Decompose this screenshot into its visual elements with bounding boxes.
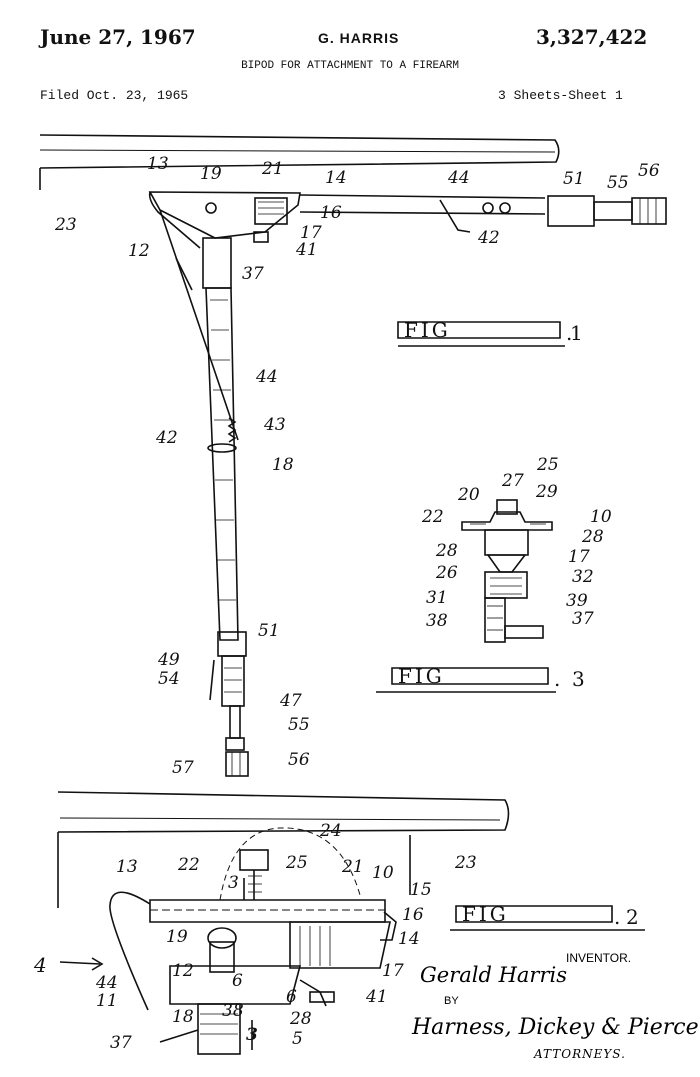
fig2-label: 25 (285, 853, 308, 873)
fig2-label: 44 (95, 973, 118, 993)
fig1-label: 41 (295, 240, 318, 260)
patent-date: June 27, 1967 (40, 25, 196, 49)
fig2-label: 21 (341, 857, 364, 877)
patent-number: 3,327,422 (536, 25, 648, 49)
fig2-label: 6 (286, 987, 297, 1007)
fig2-label: 15 (410, 880, 432, 900)
fig2-label: 24 (319, 821, 342, 841)
fig2-label: 5 (292, 1029, 303, 1049)
fig3-labels: 25 27 20 29 22 10 28 28 17 26 32 31 39 3… (421, 455, 612, 631)
svg-text:.: . (554, 667, 560, 691)
inventor-label: INVENTOR. (566, 951, 631, 965)
signature-block: INVENTOR. Gerald Harris BY Harness, Dick… (411, 951, 699, 1061)
fig3-label: 29 (535, 482, 558, 502)
fig3-label: 32 (572, 567, 594, 587)
fig3-label: 31 (426, 588, 448, 608)
fig2-label: 3 (246, 1025, 258, 1045)
fig1-label: 13 (147, 154, 169, 174)
fig2-drawing (57, 791, 510, 1055)
fig1-label: 12 (128, 241, 150, 261)
fig1-number: 1 (570, 321, 583, 345)
fig1-label: 42 (155, 428, 178, 448)
fig2-label: 22 (177, 855, 200, 875)
fig2-label: 10 (372, 863, 394, 883)
svg-text:FIG: FIG (462, 902, 509, 926)
fig1-label: 17 (300, 223, 322, 243)
by-label: BY (444, 995, 459, 1007)
fig1-label: 56 (288, 750, 310, 770)
fig3-number: 3 (572, 667, 585, 691)
fig1-label: 56 (638, 161, 660, 181)
fig3-label: 37 (572, 609, 594, 629)
fig2-label: 28 (289, 1009, 312, 1029)
attorneys-signature: Harness, Dickey & Pierce (411, 1015, 699, 1040)
fig1-label: 51 (258, 621, 280, 641)
fig2-label: 3 (228, 873, 239, 893)
inventor-signature: Gerald Harris (420, 963, 567, 987)
fig1-label: 37 (242, 264, 264, 284)
fig2-label: 17 (382, 961, 404, 981)
fig2-label: 38 (222, 1001, 244, 1021)
fig1-label: 19 (200, 164, 222, 184)
fig3-label: 10 (590, 507, 612, 527)
inventor-header: G. HARRIS (318, 30, 400, 46)
fig3-label: 25 (536, 455, 559, 475)
fig2-label: 6 (232, 971, 243, 991)
fig2-label: 23 (454, 853, 477, 873)
fig1-label: 44 (255, 367, 278, 387)
fig2-label: 14 (398, 929, 420, 949)
fig2-label: 18 (172, 1007, 194, 1027)
fig2-label: 16 (402, 905, 424, 925)
fig3-label: 17 (568, 547, 590, 567)
fig2-label: 4 (33, 953, 47, 977)
fig1-label: 16 (320, 203, 342, 223)
fig1-label: 23 (54, 215, 77, 235)
svg-text:.: . (614, 905, 620, 929)
fig3-label: 28 (435, 541, 458, 561)
fig2-label: 19 (166, 927, 188, 947)
fig3-label: 27 (501, 471, 524, 491)
fig1-label: 51 (563, 169, 585, 189)
fig2-labels: 24 25 22 13 21 10 23 15 16 3 19 14 4 44 … (33, 821, 477, 1053)
fig3-label: 39 (566, 591, 588, 611)
fig2-label: 37 (110, 1033, 132, 1053)
fig3-label: 20 (457, 485, 480, 505)
svg-text:FIG: FIG (398, 664, 445, 688)
fig2-caption: FIG . 2 (450, 902, 645, 931)
fig1-label: 49 (157, 650, 180, 670)
fig1-label: 42 (477, 228, 500, 248)
filed-date: Filed Oct. 23, 1965 (40, 88, 189, 103)
fig1-label: 43 (263, 415, 286, 435)
fig1-label: 44 (447, 168, 470, 188)
fig2-label: 11 (96, 991, 118, 1011)
svg-text:FIG: FIG (404, 318, 451, 342)
fig1-label: 54 (158, 669, 180, 689)
fig1-drawing (39, 134, 667, 777)
fig1-label: 55 (288, 715, 310, 735)
fig3-label: 26 (435, 563, 458, 583)
fig1-label: 57 (172, 758, 194, 778)
attorneys-label: ATTORNEYS. (533, 1047, 626, 1061)
fig1-label: 14 (325, 168, 347, 188)
fig3-label: 22 (421, 507, 444, 527)
fig1-labels: 13 19 21 14 44 51 55 56 23 16 17 41 42 1… (54, 154, 660, 778)
sheet-count: 3 Sheets-Sheet 1 (498, 88, 623, 103)
patent-title: BIPOD FOR ATTACHMENT TO A FIREARM (241, 60, 459, 72)
fig2-number: 2 (626, 905, 639, 929)
fig2-label: 12 (172, 961, 194, 981)
svg-text:.: . (566, 321, 572, 345)
fig1-label: 47 (279, 691, 302, 711)
fig3-drawing (461, 499, 553, 643)
fig3-label: 28 (581, 527, 604, 547)
fig2-label: 13 (116, 857, 138, 877)
fig3-label: 38 (426, 611, 448, 631)
fig3-caption: FIG . 3 (376, 664, 585, 693)
fig1-label: 21 (261, 159, 284, 179)
fig1-label: 55 (607, 173, 629, 193)
fig1-label: 18 (272, 455, 294, 475)
fig2-label: 41 (365, 987, 388, 1007)
fig1-caption: FIG 1 . (397, 318, 583, 347)
